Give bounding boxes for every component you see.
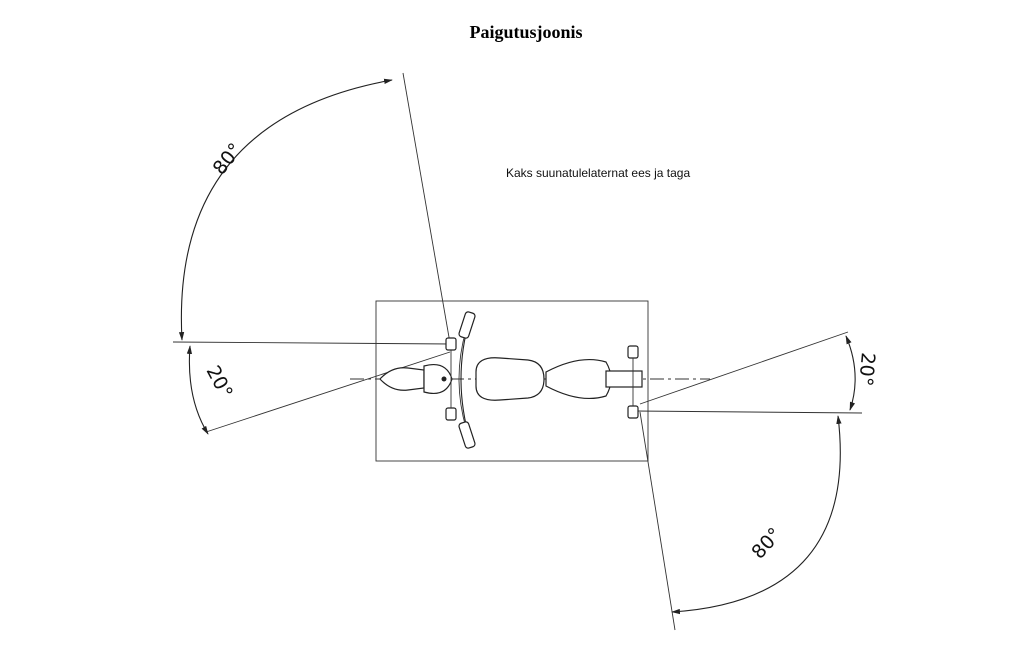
angle-label-front-inner: 20° xyxy=(202,362,237,402)
motorcycle-top-view xyxy=(379,311,643,449)
rear-frame xyxy=(605,370,643,388)
rear-80-arc xyxy=(671,415,842,615)
drawing-note: Kaks suunatulelaternat ees ja taga xyxy=(506,166,691,180)
front-fender xyxy=(379,367,425,391)
steering-head xyxy=(441,376,447,382)
angle-label-front-outer: 80° xyxy=(209,139,247,179)
seat xyxy=(545,358,612,400)
angle-label-rear-outer: 80° xyxy=(747,524,786,564)
fuel-tank xyxy=(475,357,545,401)
front-vertical-line xyxy=(402,72,451,344)
front-20-line xyxy=(205,351,451,433)
drawing-title: Paigutusjoonis xyxy=(469,22,583,42)
handlebar-inner xyxy=(458,329,467,429)
front-indicator-left xyxy=(445,337,457,351)
rear-horizontal-line xyxy=(634,410,863,414)
headlamp xyxy=(423,363,453,395)
angle-label-rear-inner: 20° xyxy=(854,352,879,387)
mirror-left xyxy=(458,311,476,339)
front-80-arc xyxy=(178,78,393,341)
front-indicator-right xyxy=(445,407,457,421)
front-20-arc xyxy=(186,345,209,435)
rear-indicator-left xyxy=(627,345,639,359)
rear-vertical-line xyxy=(639,411,676,631)
rear-20-line xyxy=(639,331,849,405)
vehicle-envelope xyxy=(375,300,649,462)
rear-indicator-right xyxy=(627,405,639,419)
rear-20-arc xyxy=(845,335,856,411)
front-horizontal-line xyxy=(172,341,453,345)
mirror-right xyxy=(458,421,476,449)
